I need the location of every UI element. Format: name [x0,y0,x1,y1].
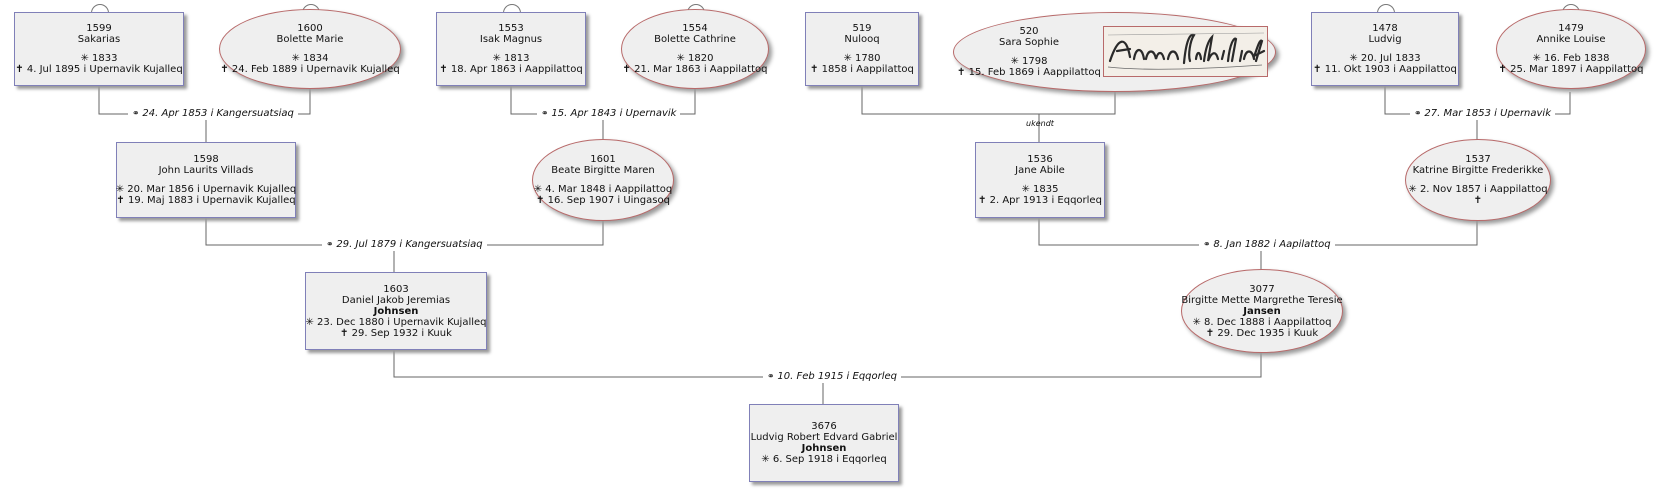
birth-info: ✳ 2. Nov 1857 i Aappilattoq [1408,184,1548,195]
birth-info: ✳ 20. Mar 1856 i Upernavik Kujalleq [115,184,297,195]
birth-info: ✳ 1813 [492,53,530,64]
person-name: Isak Magnus [479,34,543,45]
birth-info: ✳ 16. Feb 1838 [1532,53,1610,64]
person-519[interactable]: 519 Nulooq ✳ 1780 ✝ 1858 i Aappilattoq [805,12,919,86]
person-name: Nulooq [844,34,880,45]
marriage-label: ukendt [1026,119,1054,128]
person-name: Birgitte Mette Margrethe Teresie [1181,294,1343,306]
birth-info: ✳ 1780 [843,53,881,64]
death-info: ✝ 29. Dec 1935 i Kuuk [1205,327,1319,339]
death-info: ✝ 11. Okt 1903 i Aappilattoq [1313,64,1457,75]
person-name: Jane Abile [1015,165,1065,176]
marriage-label: ⚭ 29. Jul 1879 i Kangersuatsiaq [322,239,487,251]
person-surname: Jansen [1243,305,1281,317]
person-name: Ludvig [1368,34,1402,45]
person-1554[interactable]: 1554 Bolette Cathrine ✳ 1820 ✝ 21. Mar 1… [621,9,769,89]
marriage-label: ⚭ 10. Feb 1915 i Eqqorleq [763,371,902,383]
person-name: Bolette Cathrine [654,34,736,45]
person-1553[interactable]: 1553 Isak Magnus ✳ 1813 ✝ 18. Apr 1863 i… [436,12,586,86]
birth-info: ✳ 4. Mar 1848 i Aappilattoq [533,184,673,195]
person-3676[interactable]: 3676 Ludvig Robert Edvard Gabriel Johnse… [749,404,899,482]
death-info: ✝ 18. Apr 1863 i Aappilattoq [439,64,583,75]
birth-info: ✳ 1834 [291,53,329,64]
death-info: ✝ 29. Sep 1932 i Kuuk [340,327,452,339]
person-surname: Johnsen [801,443,847,454]
person-1536[interactable]: 1536 Jane Abile ✳ 1835 ✝ 2. Apr 1913 i E… [975,142,1105,218]
death-info: ✝ 21. Mar 1863 i Aappilattoq [622,64,768,75]
person-name: Sara Sophie [999,37,1059,48]
death-info: ✝ 19. Maj 1883 i Upernavik Kujalleq [116,195,296,206]
person-id: 520 [1019,26,1039,37]
death-info: ✝ 24. Feb 1889 i Upernavik Kujalleq [220,64,400,75]
person-name: Katrine Birgitte Frederikke [1412,165,1544,176]
person-name: Ludvig Robert Edvard Gabriel [750,432,898,443]
person-name: Beate Birgitte Maren [551,165,655,176]
person-id: 1603 [383,283,409,295]
birth-info: ✳ 1835 [1021,184,1059,195]
birth-info: ✳ 6. Sep 1918 i Eqqorleq [761,454,887,465]
death-info: ✝ 1858 i Aappilattoq [810,64,914,75]
marriage-label: ⚭ 24. Apr 1853 i Kangersuatsiaq [128,108,298,120]
signature-image [1103,26,1268,77]
person-id: 1554 [682,23,708,34]
person-id: 1479 [1558,23,1584,34]
death-info: ✝ 25. Mar 1897 i Aappilattoq [1498,64,1644,75]
death-info: ✝ 2. Apr 1913 i Eqqorleq [978,195,1102,206]
birth-info: ✳ 23. Dec 1880 i Upernavik Kujalleq [305,316,487,328]
person-id: 1598 [193,154,219,165]
person-1537[interactable]: 1537 Katrine Birgitte Frederikke ✳ 2. No… [1405,139,1551,221]
person-1598[interactable]: 1598 John Laurits Villads ✳ 20. Mar 1856… [116,142,296,218]
birth-info: ✳ 8. Dec 1888 i Aappilattoq [1192,316,1332,328]
person-id: 1553 [498,23,524,34]
person-1603[interactable]: 1603 Daniel Jakob Jeremias Johnsen ✳ 23.… [305,272,487,350]
person-id: 1600 [297,23,323,34]
person-name: Bolette Marie [276,34,344,45]
birth-info: ✳ 20. Jul 1833 [1349,53,1421,64]
marriage-label: ⚭ 15. Apr 1843 i Upernavik [537,108,681,120]
death-info: ✝ 16. Sep 1907 i Uingasoq [536,195,670,206]
person-1479[interactable]: 1479 Annike Louise ✳ 16. Feb 1838 ✝ 25. … [1496,9,1646,89]
death-info: ✝ 15. Feb 1869 i Aappilattoq [957,67,1101,78]
person-1600[interactable]: 1600 Bolette Marie ✳ 1834 ✝ 24. Feb 1889… [219,9,401,89]
person-1599[interactable]: 1599 Sakarias ✳ 1833 ✝ 4. Jul 1895 i Upe… [14,12,184,86]
birth-info: ✳ 1798 [1010,56,1048,67]
marriage-label: ⚭ 8. Jan 1882 i Aapilattoq [1199,239,1335,251]
death-info: ✝ 4. Jul 1895 i Upernavik Kujalleq [15,64,183,75]
person-id: 1478 [1372,23,1398,34]
marriage-label: ⚭ 27. Mar 1853 i Upernavik [1410,108,1556,120]
person-1478[interactable]: 1478 Ludvig ✳ 20. Jul 1833 ✝ 11. Okt 190… [1311,12,1459,86]
person-name: Daniel Jakob Jeremias [341,294,451,306]
birth-info: ✳ 1833 [80,53,118,64]
person-id: 3077 [1249,283,1275,295]
person-surname: Johnsen [373,305,419,317]
person-3077[interactable]: 3077 Birgitte Mette Margrethe Teresie Ja… [1181,269,1343,353]
person-id: 1536 [1027,154,1053,165]
person-id: 519 [852,23,872,34]
death-info: ✝ [1473,195,1483,206]
person-id: 1537 [1465,154,1491,165]
person-name: John Laurits Villads [158,165,254,176]
person-name: Annike Louise [1536,34,1606,45]
person-id: 1601 [590,154,616,165]
person-1601[interactable]: 1601 Beate Birgitte Maren ✳ 4. Mar 1848 … [532,139,674,221]
person-id: 1599 [86,23,112,34]
birth-info: ✳ 1820 [676,53,714,64]
person-name: Sakarias [77,34,121,45]
person-id: 3676 [811,421,837,432]
